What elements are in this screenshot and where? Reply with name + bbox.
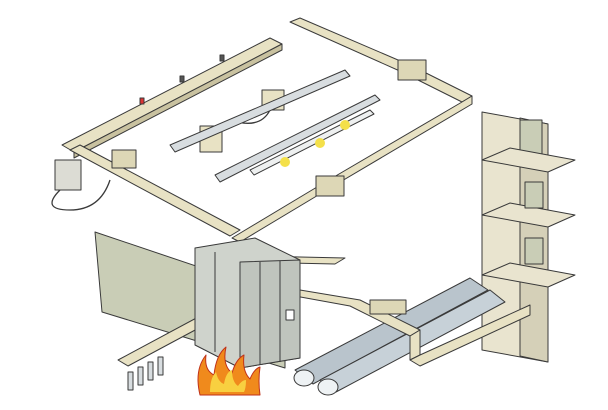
tap-off-unit (54, 159, 82, 191)
red-indicator (139, 97, 145, 105)
floor-slab (481, 202, 576, 228)
trunking-upper-loop (231, 17, 473, 243)
riser-tap-box (524, 181, 544, 209)
light-fittings (169, 69, 381, 183)
floor-slab (481, 262, 576, 288)
tap-off-plugs (127, 356, 164, 391)
floor-slab (481, 147, 576, 173)
lighting-busbar (51, 37, 285, 211)
light-glow (280, 157, 290, 167)
pipe-end (293, 369, 315, 387)
riser-tap-box (524, 237, 544, 265)
light-glow (315, 138, 325, 148)
pipe-end (317, 378, 339, 396)
luminaire (214, 94, 381, 183)
fire-flames (197, 346, 261, 396)
cabinet-meter (285, 309, 295, 321)
switchgear-cabinets (194, 237, 301, 369)
busbar-strip (169, 69, 351, 153)
fire-barrier (369, 299, 407, 315)
tap-off-box (397, 59, 427, 81)
light-glow (340, 120, 350, 130)
trunking-spur (69, 144, 241, 237)
tap-off-box (315, 175, 345, 197)
tap-off-box (111, 149, 137, 169)
